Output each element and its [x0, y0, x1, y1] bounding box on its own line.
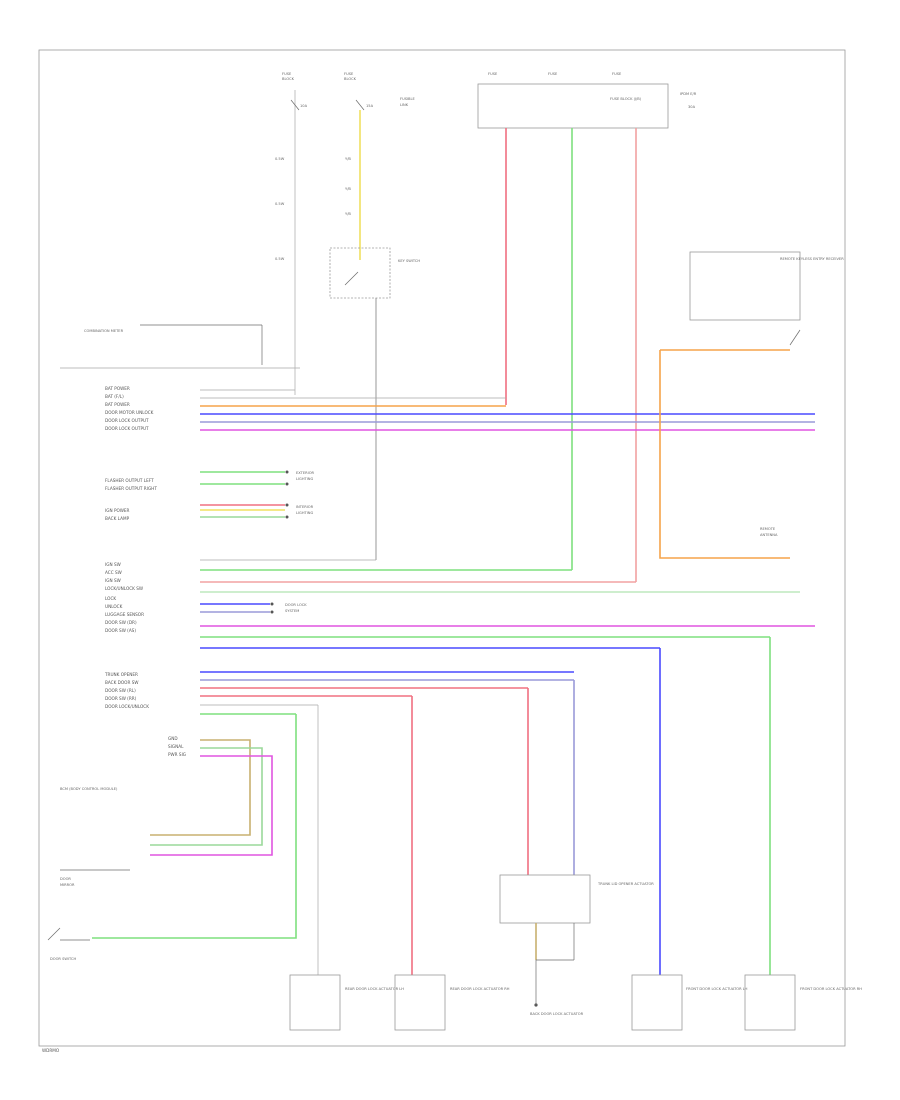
ipdm-box: IPDM E/R FUSE FUSE FUSE 30A	[477, 72, 697, 582]
door-switch-bottom: DOOR SWITCH	[47, 714, 297, 961]
pin-door-sw-as: DOOR SW (AS)	[105, 628, 136, 633]
ipdm-label: IPDM E/R	[680, 92, 697, 96]
fuse-area-left: FUSE BLOCK FUSE BLOCK 10A 0.5W 0.5W 0.5W…	[275, 72, 416, 395]
combination-meter-label: COMBINATION METER	[84, 329, 124, 333]
svg-text:FUSIBLE: FUSIBLE	[400, 97, 416, 101]
fuse-block-label: FUSE BLOCK (J/B)	[610, 97, 642, 101]
pin-ign-sw-2: IGN SW	[105, 578, 121, 583]
actuator-front-lh: FRONT DOOR LOCK ACTUATOR LH	[631, 974, 748, 1031]
rear-rh-label: REAR DOOR LOCK ACTUATOR RH	[450, 987, 510, 991]
remote-keyless-label: REMOTE KEYLESS ENTRY RECEIVER	[780, 257, 844, 261]
pin-ign-power: IGN POWER	[105, 508, 130, 513]
svg-text:0.5W: 0.5W	[275, 257, 285, 261]
pin-door-lock-unlock: DOOR LOCK/UNLOCK	[105, 704, 149, 709]
svg-text:0.5W: 0.5W	[275, 202, 285, 206]
fuse-10a-label: 10A	[300, 104, 308, 108]
svg-text:BLOCK: BLOCK	[282, 77, 295, 81]
pin-ign-sw-1: IGN SW	[105, 562, 121, 567]
pin-door-lock-output-2: DOOR LOCK OUTPUT	[105, 426, 149, 431]
svg-text:EXTERIOR: EXTERIOR	[296, 471, 315, 475]
pin-door-lock-output-1: DOOR LOCK OUTPUT	[105, 418, 149, 423]
actuator-rear-rh: REAR DOOR LOCK ACTUATOR RH	[394, 974, 510, 1031]
svg-text:FUSE: FUSE	[612, 72, 622, 76]
figure-label: WDRMO	[42, 1048, 60, 1053]
svg-text:MIRROR: MIRROR	[60, 883, 75, 887]
pin-block-5: TRUNK OPENER BACK DOOR SW DOOR SW (RL) D…	[104, 671, 574, 715]
key-switch-label: KEY SWITCH	[398, 259, 420, 263]
actuator-rear-lh: REAR DOOR LOCK ACTUATOR LH	[289, 974, 404, 1031]
svg-text:Y/B: Y/B	[345, 187, 351, 191]
fuse-15a-label: 15A	[366, 104, 374, 108]
pin-flasher-right: FLASHER OUTPUT RIGHT	[105, 486, 157, 491]
pin-door-motor-unlock: DOOR MOTOR UNLOCK	[105, 410, 154, 415]
remote-keyless-receiver: REMOTE KEYLESS ENTRY RECEIVER	[689, 251, 844, 346]
actuator-front-rh: FRONT DOOR LOCK ACTUATOR RH	[744, 974, 862, 1031]
key-switch: KEY SWITCH	[329, 247, 420, 560]
front-rh-label: FRONT DOOR LOCK ACTUATOR RH	[800, 987, 862, 991]
svg-text:DOOR LOCK: DOOR LOCK	[285, 603, 307, 607]
rear-lh-label: REAR DOOR LOCK ACTUATOR LH	[345, 987, 404, 991]
svg-text:LIGHTING: LIGHTING	[296, 477, 313, 481]
svg-text:INTERIOR: INTERIOR	[296, 505, 314, 509]
pin-back-door-sw: BACK DOOR SW	[105, 680, 139, 685]
svg-text:DOOR: DOOR	[60, 877, 71, 881]
svg-text:FUSE: FUSE	[488, 72, 498, 76]
pin-block-1: BAT POWER BAT (F/L) BAT POWER DOOR MOTOR…	[105, 386, 815, 431]
pin-unlock: UNLOCK	[105, 604, 123, 609]
pin-block-4: IGN SW ACC SW IGN SW LOCK/UNLOCK SW LOCK…	[105, 559, 815, 649]
pin-back-lamp: BACK LAMP	[105, 516, 130, 521]
fuse-30a-label: 30A	[688, 105, 696, 109]
svg-text:BLOCK: BLOCK	[344, 77, 357, 81]
pin-door-sw-rl: DOOR SW (RL)	[105, 688, 136, 693]
svg-text:Y/B: Y/B	[345, 157, 351, 161]
pin-signal: SIGNAL	[168, 744, 184, 749]
pin-bat-power-2: BAT POWER	[105, 402, 130, 407]
orange-loop: REMOTE ANTENNA	[659, 349, 790, 559]
pin-block-3: IGN POWER BACK LAMP INTERIOR LIGHTING	[105, 503, 314, 521]
svg-text:SYSTEM: SYSTEM	[285, 609, 299, 613]
pin-gnd: GND	[168, 736, 178, 741]
back-door-label: BACK DOOR LOCK ACTUATOR	[530, 1012, 584, 1016]
pin-door-sw-rr: DOOR SW (RR)	[105, 696, 137, 701]
door-switch-label: DOOR SWITCH	[50, 957, 76, 961]
bcm-label-group: BCM (BODY CONTROL MODULE) DOOR MIRROR	[60, 787, 130, 887]
svg-text:ANTENNA: ANTENNA	[760, 533, 778, 537]
trunk-opener-label: TRUNK LID OPENER ACTUATOR	[597, 882, 654, 886]
pin-block-6: GND SIGNAL PWR SIG	[150, 736, 273, 856]
bcm-label: BCM (BODY CONTROL MODULE)	[60, 787, 118, 791]
svg-text:Y/B: Y/B	[345, 212, 351, 216]
pin-door-sw-dr: DOOR SW (DR)	[105, 620, 137, 625]
front-lh-label: FRONT DOOR LOCK ACTUATOR LH	[686, 987, 748, 991]
svg-text:FUSE: FUSE	[548, 72, 558, 76]
pin-bat-power-1: BAT POWER	[105, 386, 130, 391]
svg-text:REMOTE: REMOTE	[760, 527, 776, 531]
pin-bat-fl: BAT (F/L)	[105, 394, 124, 399]
svg-text:0.5W: 0.5W	[275, 157, 285, 161]
pin-trunk-opener: TRUNK OPENER	[104, 672, 138, 677]
pin-flasher-left: FLASHER OUTPUT LEFT	[105, 478, 154, 483]
pin-lock: LOCK	[105, 596, 116, 601]
pin-block-2: FLASHER OUTPUT LEFT FLASHER OUTPUT RIGHT…	[105, 470, 315, 491]
svg-text:FUSE: FUSE	[282, 72, 292, 76]
svg-text:FUSE: FUSE	[344, 72, 354, 76]
pin-pwr-sig: PWR SIG	[168, 752, 186, 757]
trunk-opener-box: TRUNK LID OPENER ACTUATOR BACK DOOR LOCK…	[499, 874, 654, 1016]
svg-text:LINK: LINK	[400, 103, 409, 107]
svg-text:LIGHTING: LIGHTING	[296, 511, 313, 515]
pin-luggage-sensor: LUGGAGE SENSOR	[105, 612, 144, 617]
pin-lock-unlock-sw: LOCK/UNLOCK SW	[105, 586, 143, 591]
diagram-border	[38, 49, 846, 1047]
combination-meter-note: COMBINATION METER	[84, 324, 263, 365]
pin-acc-sw: ACC SW	[105, 570, 122, 575]
